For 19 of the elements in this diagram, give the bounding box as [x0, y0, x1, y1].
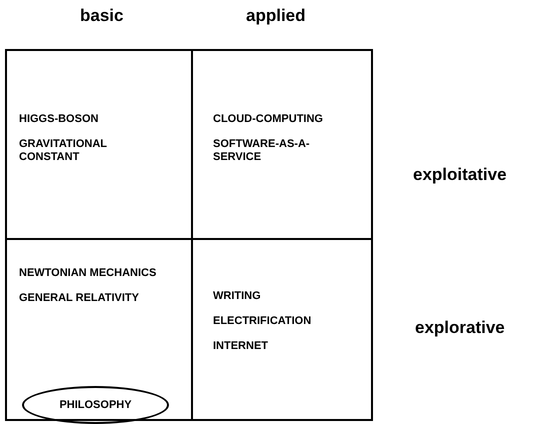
matrix-quadrant — [191, 238, 373, 421]
term-label: ELECTRIFICATION — [213, 315, 312, 328]
term-label: GENERAL RELATIVITY — [19, 292, 140, 305]
column-heading: basic — [80, 6, 124, 26]
term-label: INTERNET — [213, 340, 269, 353]
term-label: PHILOSOPHY — [59, 398, 132, 412]
row-heading: exploitative — [413, 165, 507, 185]
term-label: HIGGS-BOSON — [19, 113, 100, 126]
column-heading: applied — [246, 6, 306, 26]
highlight-ellipse — [22, 386, 169, 424]
matrix-quadrant — [191, 49, 373, 240]
term-label: NEWTONIAN MECHANICS — [19, 267, 158, 280]
matrix-quadrant — [5, 238, 193, 421]
term-label: WRITING — [213, 290, 262, 303]
term-label: GRAVITATIONAL CONSTANT — [19, 138, 108, 164]
matrix-quadrant — [5, 49, 193, 240]
term-label: SOFTWARE-AS-A-SERVICE — [213, 138, 311, 164]
term-label: CLOUD-COMPUTING — [213, 113, 323, 126]
row-heading: explorative — [415, 318, 505, 338]
